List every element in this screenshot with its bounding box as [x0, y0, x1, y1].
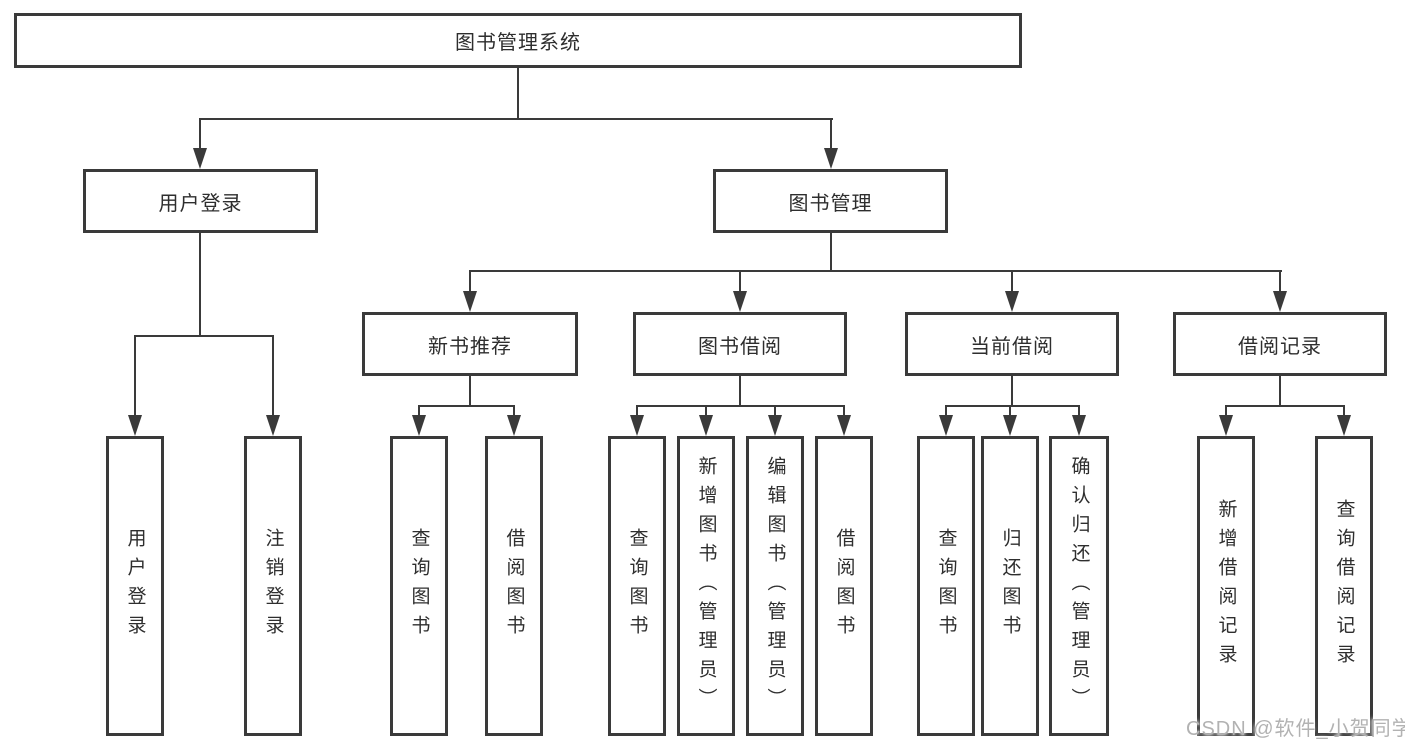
- arrow-down-icon: [824, 148, 838, 169]
- arrow-down-icon: [1072, 415, 1086, 436]
- connector-hline: [945, 405, 1080, 407]
- node-leaf-query-books-current: 查询图书: [917, 436, 975, 736]
- connector-vline: [739, 376, 741, 407]
- arrow-down-icon: [768, 415, 782, 436]
- connector-vline: [774, 405, 776, 417]
- node-leaf-borrow-books: 借阅图书: [815, 436, 873, 736]
- arrow-down-icon: [507, 415, 521, 436]
- connector-vline: [418, 405, 420, 417]
- connector-vline: [945, 405, 947, 417]
- node-root: 图书管理系统: [14, 13, 1022, 68]
- connector-vline: [1078, 405, 1080, 417]
- arrow-down-icon: [630, 415, 644, 436]
- leaf-label: 查询图书: [935, 528, 957, 644]
- arrow-down-icon: [1219, 415, 1233, 436]
- connector-vline: [513, 405, 515, 417]
- arrow-down-icon: [939, 415, 953, 436]
- node-book-borrow: 图书借阅: [633, 312, 847, 376]
- connector-vline: [1279, 376, 1281, 407]
- leaf-label: 查询借阅记录: [1333, 499, 1355, 673]
- arrow-down-icon: [1005, 291, 1019, 312]
- node-new-book-recommend: 新书推荐: [362, 312, 578, 376]
- node-leaf-query-borrow-record: 查询借阅记录: [1315, 436, 1373, 736]
- node-leaf-query-books-borrow: 查询图书: [608, 436, 666, 736]
- leaf-label: 借阅图书: [833, 528, 855, 644]
- node-leaf-edit-book-admin: 编辑图书（管理员）: [746, 436, 804, 736]
- connector-vline: [843, 405, 845, 417]
- connector-vline: [636, 405, 638, 417]
- arrow-down-icon: [1003, 415, 1017, 436]
- connector-hline: [134, 335, 274, 337]
- leaf-label: 编辑图书（管理员）: [764, 455, 786, 717]
- connector-vline: [830, 233, 832, 272]
- node-book-management: 图书管理: [713, 169, 948, 233]
- connector-hline: [1225, 405, 1345, 407]
- connector-vline: [1225, 405, 1227, 417]
- node-leaf-confirm-return-admin: 确认归还（管理员）: [1049, 436, 1109, 736]
- connector-vline: [1279, 270, 1281, 293]
- leaf-label: 新增图书（管理员）: [695, 455, 717, 717]
- leaf-label: 新增借阅记录: [1215, 499, 1237, 673]
- arrow-down-icon: [412, 415, 426, 436]
- leaf-label: 注销登录: [262, 528, 284, 644]
- arrow-down-icon: [1273, 291, 1287, 312]
- node-leaf-query-books-recommend: 查询图书: [390, 436, 448, 736]
- leaf-label: 归还图书: [999, 528, 1021, 644]
- arrow-down-icon: [463, 291, 477, 312]
- connector-vline: [1343, 405, 1345, 417]
- connector-vline: [1011, 270, 1013, 293]
- connector-vline: [739, 270, 741, 293]
- arrow-down-icon: [837, 415, 851, 436]
- node-leaf-logout: 注销登录: [244, 436, 302, 736]
- arrow-down-icon: [266, 415, 280, 436]
- node-leaf-add-book-admin: 新增图书（管理员）: [677, 436, 735, 736]
- connector-hline: [469, 270, 1282, 272]
- connector-vline: [272, 335, 274, 417]
- arrow-down-icon: [128, 415, 142, 436]
- connector-vline: [1009, 405, 1011, 417]
- node-user-login: 用户登录: [83, 169, 318, 233]
- watermark: CSDN @软件_小贺同学: [1186, 718, 1405, 740]
- connector-vline: [469, 376, 471, 407]
- connector-vline: [517, 67, 519, 120]
- node-leaf-user-login: 用户登录: [106, 436, 164, 736]
- connector-hline: [199, 118, 833, 120]
- connector-vline: [1011, 376, 1013, 407]
- connector-vline: [830, 118, 832, 150]
- leaf-label: 查询图书: [408, 528, 430, 644]
- node-leaf-borrow-books-recommend: 借阅图书: [485, 436, 543, 736]
- arrow-down-icon: [193, 148, 207, 169]
- connector-hline: [418, 405, 515, 407]
- connector-vline: [199, 233, 201, 337]
- connector-hline: [636, 405, 845, 407]
- leaf-label: 查询图书: [626, 528, 648, 644]
- leaf-label: 用户登录: [124, 528, 146, 644]
- connector-vline: [199, 118, 201, 150]
- node-borrow-records: 借阅记录: [1173, 312, 1387, 376]
- arrow-down-icon: [1337, 415, 1351, 436]
- arrow-down-icon: [699, 415, 713, 436]
- node-leaf-return-book: 归还图书: [981, 436, 1039, 736]
- connector-vline: [134, 335, 136, 417]
- arrow-down-icon: [733, 291, 747, 312]
- connector-vline: [705, 405, 707, 417]
- node-leaf-add-borrow-record: 新增借阅记录: [1197, 436, 1255, 736]
- leaf-label: 确认归还（管理员）: [1068, 455, 1090, 717]
- connector-vline: [469, 270, 471, 293]
- leaf-label: 借阅图书: [503, 528, 525, 644]
- node-current-borrow: 当前借阅: [905, 312, 1119, 376]
